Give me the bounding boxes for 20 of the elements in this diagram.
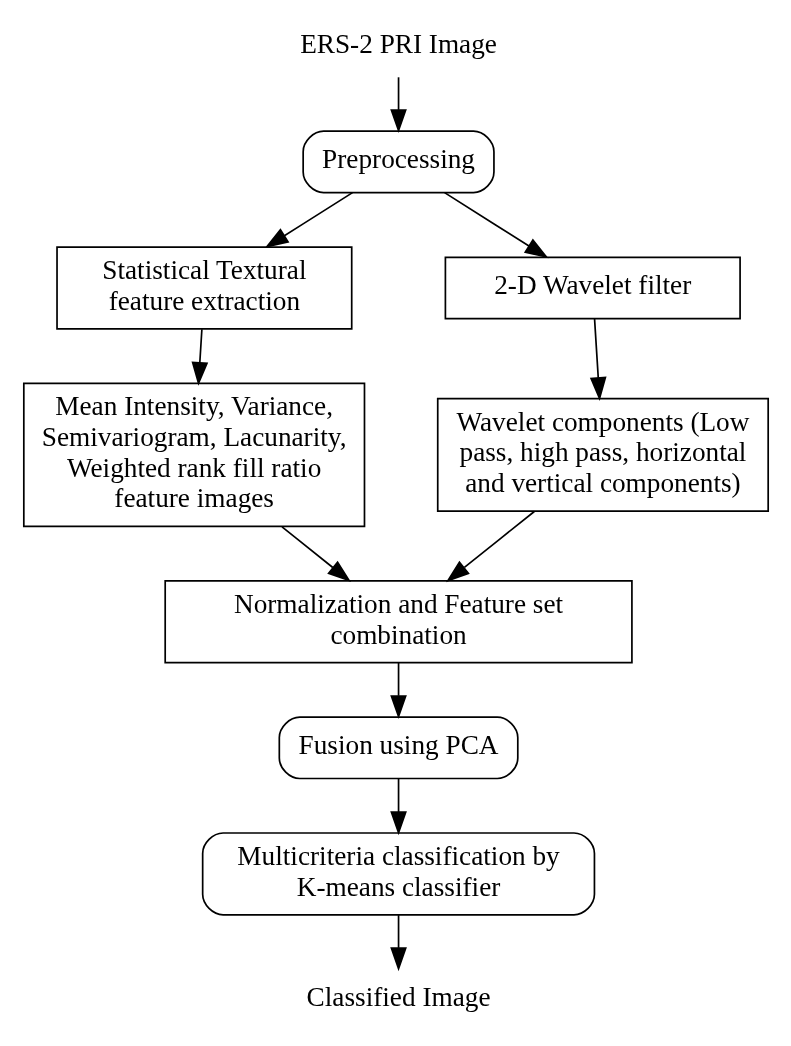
- arrow: [589, 318, 607, 401]
- node-box: Fusion using PCA: [277, 716, 519, 780]
- node-box: Mean Intensity, Variance, Semivariogram, Lacunarity, Weighted rank fill ratio feature images: [22, 382, 365, 528]
- arrow: [445, 510, 535, 583]
- arrow: [443, 191, 549, 259]
- node-box: 2-D Wavelet filter: [444, 256, 741, 320]
- arrow: [389, 777, 407, 836]
- node-box: Multicriteria classification by K-means classifier: [201, 832, 595, 916]
- node-box: Preprocessing: [301, 130, 495, 194]
- arrow: [389, 662, 407, 720]
- node-box: Wavelet components (Low pass, high pass, horizontal and vertical components): [436, 397, 769, 512]
- arrow: [280, 526, 351, 583]
- arrow: [389, 76, 407, 134]
- node-text: ERS-2 PRI Image: [299, 28, 497, 59]
- node-box: Statistical Textural feature extraction: [55, 246, 353, 330]
- arrow: [191, 328, 208, 386]
- node-box: Normalization and Feature set combination: [163, 580, 633, 664]
- node-text: Classified Image: [306, 982, 490, 1013]
- arrow: [264, 191, 353, 249]
- arrow: [389, 914, 407, 972]
